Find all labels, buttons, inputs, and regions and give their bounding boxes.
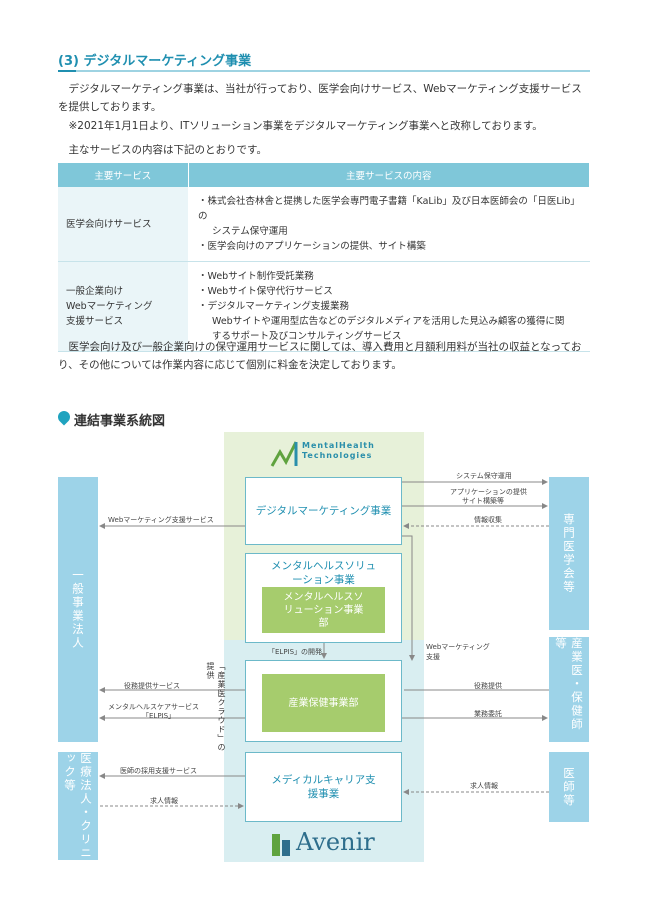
list-item: Webサイトや運用型広告などのデジタルメディアを活用した見込み顧客の獲得に関 xyxy=(212,316,565,327)
mental-health-dept-box: メンタルヘルスソリューション事業部 xyxy=(262,587,385,633)
table-header-service: 主要サービス xyxy=(58,163,189,187)
label-job-right: 求人情報 xyxy=(470,782,498,790)
label-info: 情報収集 xyxy=(474,516,502,524)
label-right-service: 役務提供 xyxy=(474,682,502,690)
section-title: (3) デジタルマーケティング事業 xyxy=(58,54,252,69)
digital-marketing-box: デジタルマーケティング事業 xyxy=(245,477,402,545)
table-cell-category: 医学会向けサービス xyxy=(58,187,188,262)
label-elpis-dev: 「ELPIS」の開発 xyxy=(268,648,323,656)
list-item: システム保守運用 xyxy=(212,226,288,237)
medical-corporation-box: 医療法人・クリニック等 xyxy=(58,752,98,860)
services-intro: 主なサービスの内容は下記のとおりです。 xyxy=(68,144,267,156)
revenue-paragraph: 医学会向け及び一般企業向けの保守運用サービスに関しては、導入費用と月額利用料が当… xyxy=(58,341,582,371)
doctors-box: 医師等 xyxy=(549,752,589,822)
mental-health-logo-text: MentalHealth Technologies xyxy=(302,441,375,460)
table-row: 一般企業向け Webマーケティング 支援サービス ・Webサイト制作受託業務 ・… xyxy=(58,261,590,352)
table-header-row: 主要サービス 主要サービスの内容 xyxy=(58,163,590,187)
table-cell-category: 一般企業向け Webマーケティング 支援サービス xyxy=(58,261,188,352)
category-line: 支援サービス xyxy=(66,316,124,327)
medical-career-label: メディカルキャリア支援事業 xyxy=(271,774,376,800)
table-cell-content: ・Webサイト制作受託業務 ・Webサイト保守代行サービス ・デジタルマーケティ… xyxy=(188,261,590,352)
table-header-content: 主要サービスの内容 xyxy=(188,163,590,187)
mental-health-division-title: メンタルヘルスソリューション事業 xyxy=(271,560,376,586)
list-item: するサポート及びコンサルティングサービス xyxy=(212,331,402,342)
list-item: ・株式会社杏林舎と提携した医学会専門電子書籍「KaLib」及び日本医師会の「日医… xyxy=(198,196,580,222)
medical-career-box: メディカルキャリア支援事業 xyxy=(245,752,402,822)
label-app-1: アプリケーションの提供 xyxy=(450,488,527,496)
intro-paragraph: デジタルマーケティング事業は、当社が行っており、医学会向けサービス、Webマーケ… xyxy=(58,83,582,113)
general-company-box: 一般事業法人 xyxy=(58,477,98,742)
list-item: ・デジタルマーケティング支援業務 xyxy=(198,301,350,312)
label-web-mkt-1: Webマーケティング xyxy=(426,643,490,651)
avenir-logo: Avenir xyxy=(296,828,375,856)
mental-health-dept-label: メンタルヘルスソリューション事業部 xyxy=(283,591,364,629)
label-app-2: サイト構築等 xyxy=(462,497,504,505)
occupational-physician-box: 産業医・保健師等 xyxy=(549,637,589,742)
label-recruit: 医師の採用支援サービス xyxy=(120,767,197,775)
title-rule-accent xyxy=(58,70,76,72)
building-icon xyxy=(272,834,290,856)
list-item: ・Webサイト保守代行サービス xyxy=(198,286,333,297)
label-service-provide: 役務提供サービス xyxy=(124,682,180,690)
services-table: 主要サービス 主要サービスの内容 医学会向けサービス ・株式会社杏林舎と提携した… xyxy=(58,163,590,352)
label-job-left: 求人情報 xyxy=(150,797,178,805)
table-cell-content: ・株式会社杏林舎と提携した医学会専門電子書籍「KaLib」及び日本医師会の「日医… xyxy=(188,187,590,262)
title-rule xyxy=(58,70,590,72)
table-row: 医学会向けサービス ・株式会社杏林舎と提携した医学会専門電子書籍「KaLib」及… xyxy=(58,187,590,262)
category-line: 一般企業向け xyxy=(66,286,124,297)
label-outsource: 業務委託 xyxy=(474,710,502,718)
rename-note: ※2021年1月1日より、ITソリューション事業をデジタルマーケティング事業へと… xyxy=(68,120,543,132)
label-sys-ops: システム保守運用 xyxy=(456,472,512,480)
label-cloud: 「産業医クラウド」の提供 xyxy=(206,662,226,752)
arrow-web-mkt xyxy=(402,535,415,661)
label-mh-care-1: メンタルヘルスケアサービス xyxy=(108,703,199,711)
mental-health-logo-icon xyxy=(270,441,298,467)
category-line: Webマーケティング xyxy=(66,301,153,312)
list-item: ・医学会向けのアプリケーションの提供、サイト構築 xyxy=(198,241,426,252)
label-web-support: Webマーケティング支援サービス xyxy=(108,516,214,524)
label-mh-care-2: 「ELPIS」 xyxy=(142,712,176,720)
label-web-mkt-2: 支援 xyxy=(426,653,440,661)
diagram-title: 連結事業系統図 xyxy=(74,414,166,429)
occupational-health-dept-box: 産業保健事業部 xyxy=(262,674,385,732)
list-item: ・Webサイト制作受託業務 xyxy=(198,271,314,282)
medical-society-box: 専門医学会等 xyxy=(549,477,589,630)
